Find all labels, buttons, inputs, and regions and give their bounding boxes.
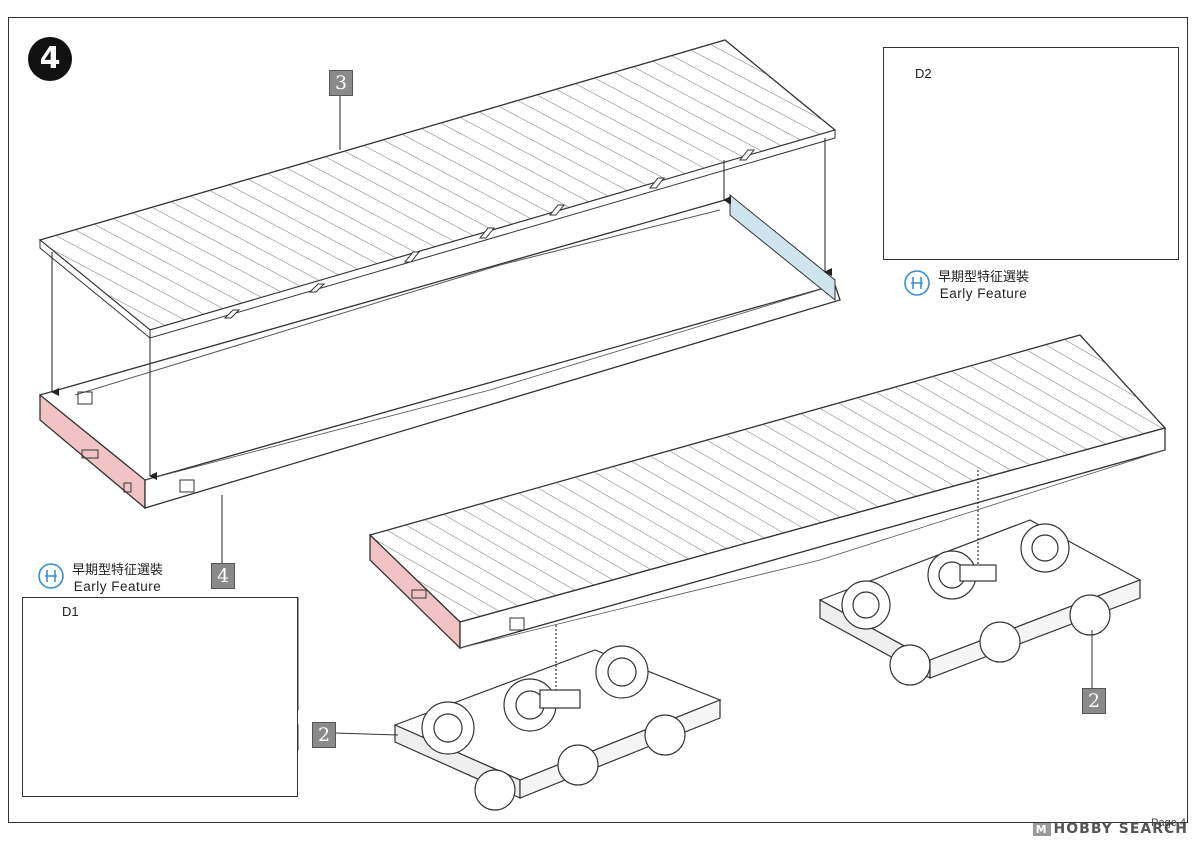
assembled-car — [368, 334, 1167, 650]
part-tag-2-right: 2 — [1082, 688, 1106, 714]
caption-cn: 早期型特征選裝 — [72, 563, 164, 578]
step-number-badge: 4 — [28, 37, 72, 81]
part-tag-2-left: 2 — [312, 722, 336, 748]
inset-d2-label: D2 — [915, 66, 932, 81]
instruction-frame — [8, 17, 1188, 823]
deck-top-part — [38, 39, 837, 340]
inset-d1-caption: 早期型特征選裝 Early Feature — [38, 563, 163, 595]
early-feature-icon — [38, 563, 64, 589]
early-feature-icon — [904, 270, 930, 296]
inset-d2-caption: 早期型特征選裝 Early Feature — [904, 270, 1029, 302]
inset-d1-frame — [22, 597, 298, 797]
inset-d2-frame — [883, 47, 1179, 260]
watermark-logo: M — [1032, 823, 1051, 836]
watermark-text: HOBBY SEARCH — [1053, 821, 1188, 837]
bogie-left — [393, 625, 722, 811]
leader-lines — [334, 630, 1093, 736]
inset-d1-label: D1 — [62, 604, 79, 619]
page-number: Page 4 — [1151, 817, 1186, 829]
caption-en: Early Feature — [73, 579, 162, 594]
bogie-right — [818, 470, 1142, 686]
part-tag-3: 3 — [329, 70, 353, 96]
caption-en: Early Feature — [939, 286, 1028, 301]
chassis-frame-part — [39, 193, 841, 510]
part-tag-4: 4 — [211, 563, 235, 589]
caption-cn: 早期型特征選裝 — [938, 270, 1030, 285]
assembly-arrows — [51, 92, 832, 565]
